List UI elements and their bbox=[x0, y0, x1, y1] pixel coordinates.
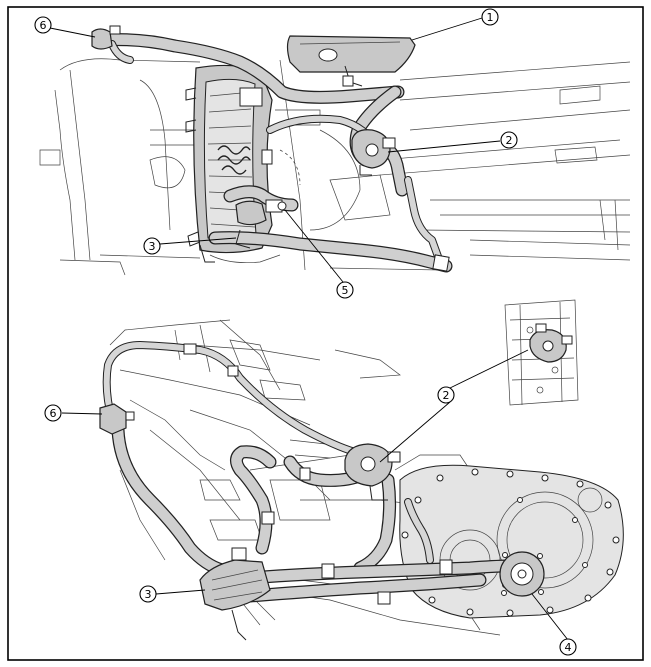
callout-3-bottom-label: 3 bbox=[145, 588, 152, 601]
bottom-view bbox=[99, 299, 624, 641]
figure-frame bbox=[7, 6, 644, 661]
engine-crankcase bbox=[399, 464, 624, 619]
callout-1: 1 bbox=[411, 8, 499, 41]
callouts: 1 2 3 5 6 2 bbox=[34, 8, 577, 656]
radiator-cap-bottom bbox=[99, 403, 135, 435]
radiator-fan-logo-decor bbox=[217, 145, 251, 175]
top-hoses bbox=[97, 33, 453, 273]
callout-6-top: 6 bbox=[34, 16, 96, 38]
callout-4-label: 4 bbox=[565, 641, 572, 654]
callout-3-top: 3 bbox=[143, 237, 237, 255]
callout-4: 4 bbox=[531, 593, 577, 656]
callout-5: 5 bbox=[284, 209, 354, 299]
radiator-side bbox=[199, 547, 271, 641]
top-view bbox=[39, 25, 631, 276]
crankcase-bolts bbox=[401, 468, 620, 617]
radiator-cap-top bbox=[91, 25, 121, 50]
callout-6-bottom: 6 bbox=[44, 404, 103, 422]
callout-2-bottom-label: 2 bbox=[443, 389, 450, 402]
callout-3-top-label: 3 bbox=[149, 240, 156, 253]
callout-2-top: 2 bbox=[387, 131, 518, 153]
water-pump-assembly bbox=[344, 443, 401, 501]
bottom-overflow-hose bbox=[102, 341, 359, 456]
water-pump-detail bbox=[529, 323, 573, 363]
callout-6-top-label: 6 bbox=[40, 19, 47, 32]
callout-6-bottom-label: 6 bbox=[50, 407, 57, 420]
callout-2-top-label: 2 bbox=[506, 134, 513, 147]
thermostat-housing bbox=[235, 199, 287, 249]
callout-2-right: 2 bbox=[379, 349, 529, 463]
callout-1-label: 1 bbox=[487, 11, 494, 24]
water-pump-main bbox=[499, 551, 545, 597]
callout-5-label: 5 bbox=[342, 284, 349, 297]
callout-3-bottom: 3 bbox=[139, 585, 206, 603]
coolant-reservoir-tank bbox=[286, 35, 416, 87]
water-pump-top bbox=[351, 129, 396, 176]
top-frame-structure bbox=[39, 58, 631, 276]
